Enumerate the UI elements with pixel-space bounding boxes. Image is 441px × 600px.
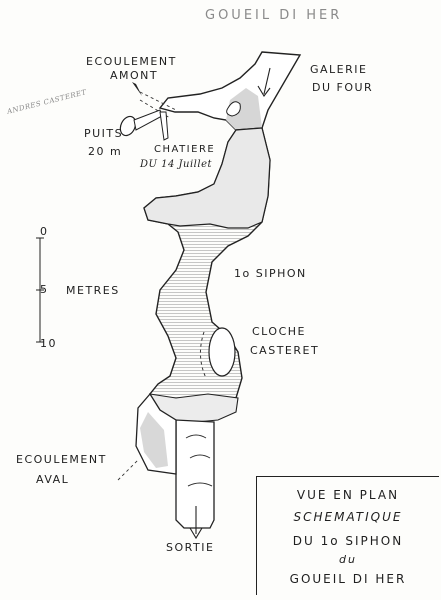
amont-dash-1	[139, 91, 177, 111]
upper-gallery	[158, 51, 302, 131]
label-ecoulement-aval-2: AVAL	[36, 473, 70, 486]
label-ecoulement-amont-2: AMONT	[110, 69, 159, 82]
legend-line-3: DU 1o SIPHON	[292, 534, 404, 548]
step-3	[185, 434, 207, 439]
scale-unit: METRES	[66, 284, 120, 297]
chatiere-passage	[159, 111, 169, 141]
lower-passage	[175, 419, 215, 529]
sortie-arrowhead	[189, 527, 203, 540]
label-siphon: 1o SIPHON	[234, 267, 307, 280]
label-sortie: SORTIE	[166, 541, 215, 554]
cloche-casteret	[208, 327, 236, 377]
legend-box	[256, 476, 439, 595]
legend-line-5: GOUEIL DI HER	[289, 572, 407, 586]
lower-left-fill	[140, 412, 168, 468]
aval-dash	[117, 459, 139, 481]
puits-shaft	[119, 115, 137, 137]
label-cloche: CLOCHE	[252, 325, 306, 338]
scale-tick-label-10: 10	[40, 337, 57, 350]
label-puits: PUITS	[84, 127, 124, 140]
label-ecoulement-aval: ECOULEMENT	[16, 453, 107, 466]
galerie-arrowhead	[257, 85, 271, 97]
amont-arrow	[132, 82, 142, 96]
scale-tick-label-5: 5	[40, 283, 49, 296]
label-cloche-2: CASTERET	[250, 344, 320, 357]
drawing-title: GOUEIL DI HER	[205, 8, 343, 23]
legend-line-4: du	[339, 553, 357, 566]
label-chatiere: CHATIERE	[154, 144, 216, 155]
label-puits-depth: 20 m	[88, 145, 123, 158]
label-galerie-2: DU FOUR	[312, 81, 374, 94]
step-2	[187, 482, 213, 487]
cloche-dashed	[200, 331, 207, 379]
puits-passage	[133, 109, 163, 131]
upper-chamber	[143, 127, 271, 229]
galerie-arrow	[263, 67, 271, 95]
upper-gallery-fill	[226, 88, 262, 130]
legend-line-2: SCHEMATIQUE	[293, 510, 403, 524]
small-pool	[226, 101, 241, 117]
scale-tick-label-0: 0	[40, 225, 49, 238]
label-ecoulement-amont: ECOULEMENT	[86, 55, 177, 68]
step-1	[189, 454, 211, 459]
legend-line-1: VUE EN PLAN	[296, 488, 400, 502]
label-chatiere-date: DU 14 Juillet	[140, 159, 213, 170]
label-galerie: GALERIE	[310, 63, 368, 76]
